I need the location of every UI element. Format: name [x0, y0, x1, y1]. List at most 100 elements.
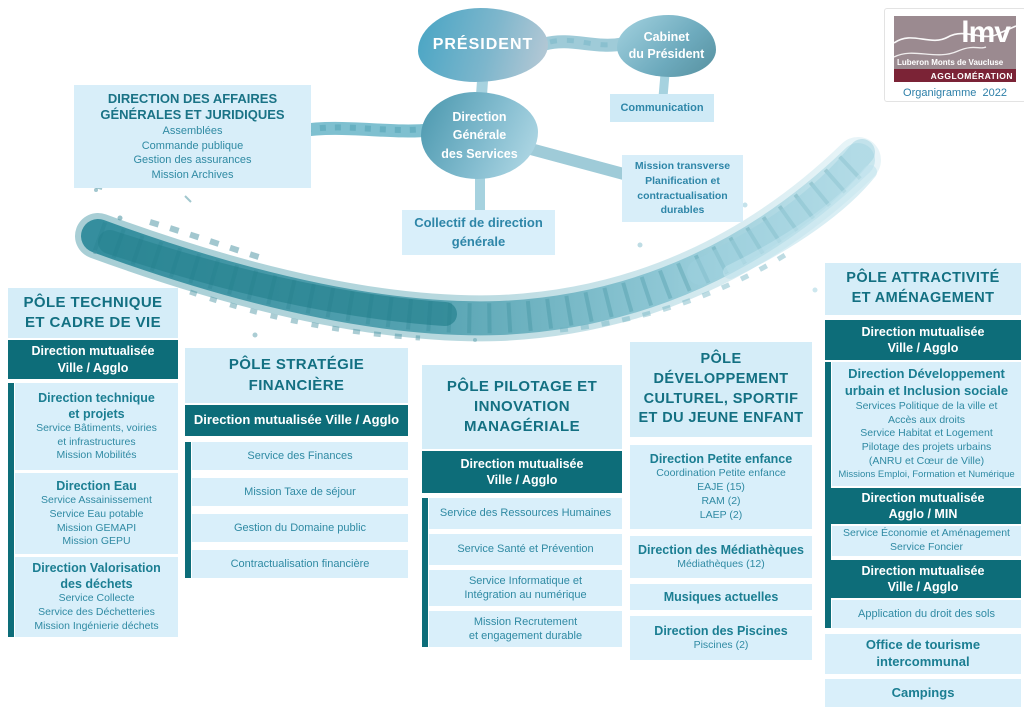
- box-item: Services Politique de la ville et Accès …: [855, 399, 998, 426]
- box-item: Mission GEPU: [62, 535, 131, 548]
- service-economie-foncier-box: Service Économie et Aménagement Service …: [832, 526, 1021, 556]
- lmv-logo-square: lmv Luberon Monts de Vaucluse AGGLOMÉRAT…: [894, 16, 1016, 82]
- box-label: Gestion du Domaine public: [233, 521, 367, 534]
- direction-eau-box: Direction Eau Service Assainissement Ser…: [15, 473, 178, 554]
- president-ellipse: PRÉSIDENT: [418, 8, 548, 82]
- direction-piscines-box: Direction des Piscines Piscines (2): [630, 616, 812, 660]
- service-finances-box: Service des Finances: [192, 442, 408, 470]
- box-item: Mission Ingénierie déchets: [34, 619, 159, 632]
- dagj-item: Commande publique: [141, 139, 244, 152]
- box-label: Service des Finances: [247, 449, 353, 462]
- dark-box-label: Direction mutualisée Ville / Agglo: [460, 456, 584, 487]
- box-item: Service Foncier: [890, 541, 963, 553]
- box-item: RAM (2): [701, 495, 741, 507]
- direction-valorisation-dechets-box: Direction Valorisation des déchets Servi…: [15, 557, 178, 637]
- box-title: Direction technique et projets: [38, 390, 155, 421]
- dagj-title: DIRECTION DES AFFAIRES GÉNÉRALES ET JURI…: [100, 90, 285, 123]
- box-item: Missions Emploi, Formation et Numérique: [838, 469, 1015, 480]
- watercolor-swoosh: [75, 137, 881, 342]
- dgs-label: Direction Générale des Services: [441, 110, 518, 161]
- application-droit-sols-box: Application du droit des sols: [832, 600, 1021, 628]
- musiques-actuelles-box: Musiques actuelles: [630, 584, 812, 610]
- pole-culturel-title: PÔLE DÉVELOPPEMENT CULTUREL, SPORTIF ET …: [638, 351, 804, 427]
- pole-pilotage-direction-mutualisee: Direction mutualisée Ville / Agglo: [422, 451, 622, 493]
- box-item: Mission GEMAPI: [56, 521, 137, 534]
- box-label: Service Santé et Prévention: [457, 543, 594, 556]
- communication-box: Communication: [610, 94, 714, 122]
- dark-box-label: Direction mutualisée Ville / Agglo: [861, 563, 985, 594]
- dagj-box: DIRECTION DES AFFAIRES GÉNÉRALES ET JURI…: [74, 85, 311, 188]
- pole-attractivite-header: PÔLE ATTRACTIVITÉ ET AMÉNAGEMENT: [825, 263, 1021, 315]
- pole-attractivite-direction-mutualisee-1: Direction mutualisée Ville / Agglo: [825, 320, 1021, 360]
- collectif-box: Collectif de direction générale: [402, 210, 555, 255]
- box-title: Direction Petite enfance: [649, 452, 793, 467]
- box-item: Service Eau potable: [49, 507, 144, 520]
- contractualisation-financiere-box: Contractualisation financière: [192, 550, 408, 578]
- pole-culturel-header: PÔLE DÉVELOPPEMENT CULTUREL, SPORTIF ET …: [630, 342, 812, 437]
- dagj-item: Mission Archives: [151, 168, 234, 181]
- box-title: Office de tourisme intercommunal: [865, 637, 981, 669]
- logo-acronym: lmv: [961, 16, 1011, 49]
- box-item: Service Économie et Aménagement: [843, 527, 1010, 540]
- collectif-label: Collectif de direction générale: [414, 215, 543, 249]
- box-title: Direction des Médiathèques: [637, 543, 804, 558]
- service-informatique-box: Service Informatique et Intégration au n…: [429, 570, 622, 606]
- box-title: Direction Valorisation des déchets: [32, 561, 161, 592]
- pole-attractivite-direction-mutualisee-agglo-min: Direction mutualisée Agglo / MIN: [825, 488, 1021, 524]
- box-title: Direction Développement urbain et Inclus…: [844, 366, 1009, 399]
- logo-name: Luberon Monts de Vaucluse: [897, 58, 1004, 67]
- logo-banner: AGGLOMÉRATION: [894, 69, 1016, 82]
- mission-transverse-box: Mission transverse Planification et cont…: [622, 155, 743, 222]
- pole-technique-side-bar: [8, 383, 14, 637]
- box-item: Service des Déchetteries: [38, 606, 155, 619]
- mission-taxe-sejour-box: Mission Taxe de séjour: [192, 478, 408, 506]
- dagj-item: Assemblées: [162, 125, 223, 138]
- box-item: Piscines (2): [693, 639, 749, 652]
- box-item: EAJE (15): [697, 481, 745, 494]
- connector-president-cabinet-texture: [549, 37, 617, 48]
- box-item: Mission Mobilités: [56, 449, 137, 462]
- pole-technique-direction-mutualisee: Direction mutualisée Ville / Agglo: [8, 340, 178, 379]
- gestion-domaine-public-box: Gestion du Domaine public: [192, 514, 408, 542]
- box-item: Pilotage des projets urbains (ANRU et Cœ…: [861, 441, 992, 468]
- pole-technique-header: PÔLE TECHNIQUE ET CADRE DE VIE: [8, 288, 178, 338]
- mission-recrutement-box: Mission Recrutement et engagement durabl…: [429, 611, 622, 647]
- box-title: Direction des Piscines: [654, 624, 788, 639]
- service-rh-box: Service des Ressources Humaines: [429, 498, 622, 529]
- direction-mediatheques-box: Direction des Médiathèques Médiathèques …: [630, 536, 812, 578]
- box-label: Mission Recrutement et engagement durabl…: [468, 615, 583, 642]
- pole-pilotage-header: PÔLE PILOTAGE ET INNOVATION MANAGÉRIALE: [422, 365, 622, 449]
- mountains-lines-icon: [894, 25, 1016, 58]
- office-tourisme-box: Office de tourisme intercommunal: [825, 634, 1021, 674]
- organigramme-caption: Organigramme 2022: [903, 87, 1007, 99]
- box-item: Service Bâtiments, voiries et infrastruc…: [36, 421, 157, 448]
- box-label: Application du droit des sols: [858, 607, 995, 620]
- box-item: Médiathèques (12): [677, 558, 765, 571]
- box-item: LAEP (2): [699, 508, 743, 521]
- direction-technique-box: Direction technique et projets Service B…: [15, 383, 178, 470]
- box-label: Mission Taxe de séjour: [244, 485, 356, 498]
- cabinet-ellipse: Cabinet du Président: [617, 15, 716, 77]
- box-label: Service Informatique et Intégration au n…: [464, 574, 587, 601]
- box-label: Contractualisation financière: [230, 557, 370, 570]
- president-label: PRÉSIDENT: [432, 36, 534, 53]
- box-item: Service Assainissement: [41, 493, 152, 506]
- box-title: Campings: [891, 684, 955, 700]
- box-item: Service Collecte: [58, 592, 135, 605]
- dark-box-label: Direction mutualisée Ville / Agglo: [193, 412, 400, 428]
- box-title: Musiques actuelles: [663, 590, 779, 604]
- pole-pilotage-side-bar: [422, 498, 428, 647]
- communication-label: Communication: [620, 102, 704, 114]
- pole-attractivite-direction-mutualisee-2: Direction mutualisée Ville / Agglo: [825, 560, 1021, 598]
- dark-box-label: Direction mutualisée Ville / Agglo: [861, 324, 985, 355]
- cabinet-label: Cabinet du Président: [628, 30, 705, 61]
- mission-transverse-label: Mission transverse Planification et cont…: [634, 160, 731, 217]
- dgs-ellipse: Direction Générale des Services: [421, 92, 538, 179]
- lmv-logo: lmv Luberon Monts de Vaucluse AGGLOMÉRAT…: [884, 8, 1024, 102]
- direction-developpement-urbain-box: Direction Développement urbain et Inclus…: [832, 362, 1021, 486]
- box-title: Direction Eau: [56, 478, 137, 493]
- connector-dagj-dgs-texture: [304, 124, 426, 133]
- dark-box-label: Direction mutualisée Ville / Agglo: [31, 344, 155, 375]
